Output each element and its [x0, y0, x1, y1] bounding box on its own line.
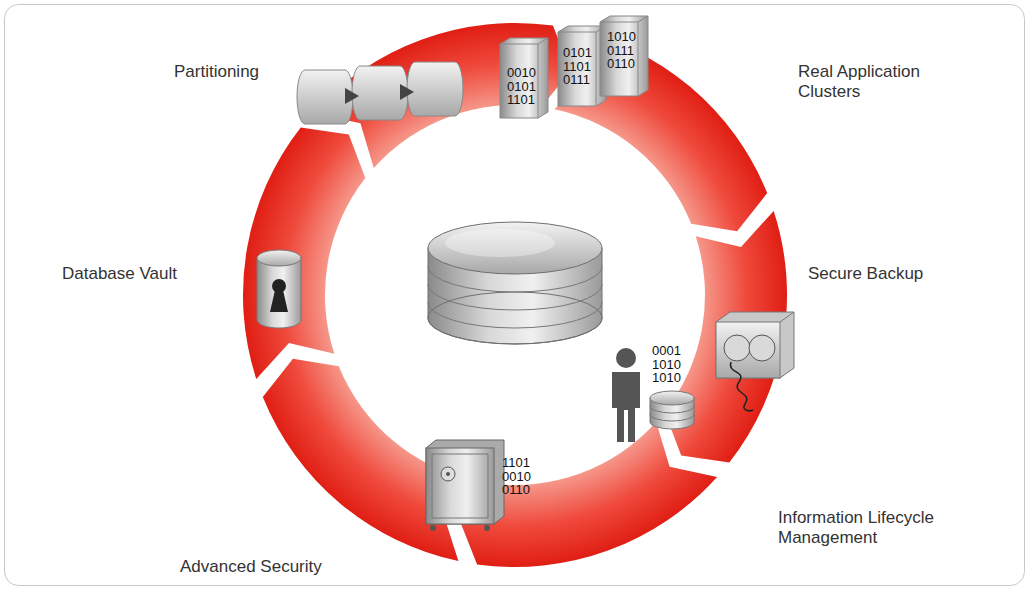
feature-label: Information Lifecycle Management — [778, 508, 963, 549]
feature-label: Database Vault — [62, 264, 212, 284]
partitioning-icon — [297, 62, 463, 124]
binary-digits: 0010 0101 1101 — [507, 66, 542, 107]
binary-digits: 0101 1101 0111 — [563, 46, 598, 87]
ring-arrow — [555, 29, 768, 231]
feature-label: Partitioning — [174, 62, 314, 82]
feature-label: Secure Backup — [808, 264, 958, 284]
feature-label: Advanced Security — [180, 557, 360, 577]
binary-digits: 1101 0010 0110 — [502, 456, 537, 497]
ring-arrow — [313, 23, 571, 168]
binary-digits: 1010 0111 0110 — [607, 30, 642, 71]
safe-icon — [426, 440, 504, 531]
frame — [5, 5, 1025, 586]
arrow-ring — [243, 23, 787, 567]
database-stack — [428, 222, 602, 344]
backup-tape — [716, 312, 794, 411]
feature-label: Real Application Clusters — [798, 62, 948, 103]
cluster-servers — [500, 16, 648, 118]
ring-arrow — [243, 128, 365, 380]
vault-cylinder — [257, 250, 301, 328]
binary-digits: 0001 1010 1010 — [652, 344, 687, 385]
